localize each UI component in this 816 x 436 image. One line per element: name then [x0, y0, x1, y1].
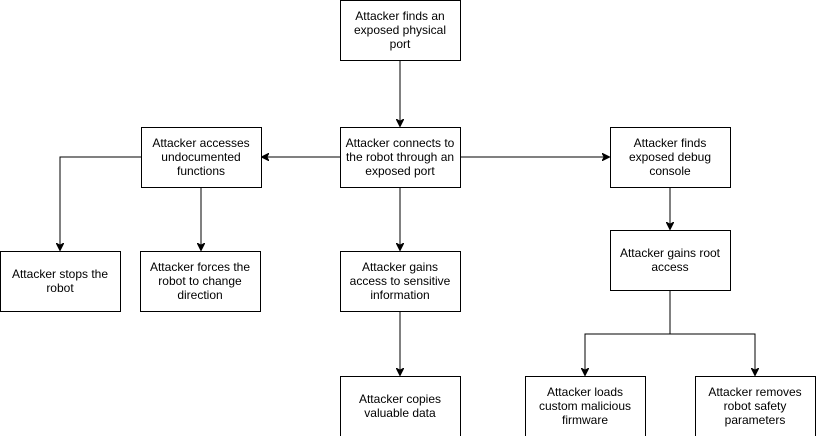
- node-label-line: Attacker finds: [634, 136, 707, 150]
- node-label-line: functions: [177, 164, 225, 178]
- node-label-line: access: [651, 260, 688, 274]
- node-label-line: Attacker finds an: [355, 9, 444, 23]
- edge-n8-n11: [669, 290, 755, 375]
- node-box: [340, 0, 461, 61]
- node-label-line: exposed debug: [629, 150, 711, 164]
- node-label-line: Attacker stops the: [12, 267, 108, 281]
- node-label-line: Attacker loads: [547, 385, 623, 399]
- node-label-line: Attacker removes: [708, 385, 801, 399]
- node-box: [610, 230, 731, 291]
- node-label-line: firmware: [562, 413, 608, 427]
- node-label-line: robot safety: [724, 399, 787, 413]
- node-box: [141, 127, 262, 188]
- node-label-line: exposed port: [365, 164, 435, 178]
- node-label-line: port: [390, 37, 411, 51]
- node-label-line: the robot through an: [346, 150, 454, 164]
- edge-n3-n5: [60, 156, 141, 250]
- node-box: [340, 376, 461, 436]
- node-box: [340, 127, 461, 188]
- node-label-line: direction: [177, 288, 222, 302]
- node-label-line: exposed physical: [354, 23, 446, 37]
- node-label-line: parameters: [725, 413, 786, 427]
- node-label-line: access to sensitive: [350, 274, 451, 288]
- node-label-line: Attacker connects to: [346, 136, 455, 150]
- node-label-line: custom malicious: [539, 399, 631, 413]
- node-box: [695, 376, 816, 436]
- node-box: [340, 251, 461, 312]
- edge-n8-n10: [585, 290, 671, 375]
- node-label-line: Attacker gains root: [620, 246, 721, 260]
- node-box: [0, 251, 121, 312]
- node-label-line: Attacker accesses: [152, 136, 249, 150]
- node-box: [525, 376, 646, 436]
- node-label-line: Attacker copies: [359, 392, 441, 406]
- node-label-line: robot: [46, 281, 74, 295]
- node-label-line: information: [370, 288, 429, 302]
- node-box: [610, 127, 731, 188]
- node-label-line: Attacker forces the: [150, 260, 250, 274]
- node-box: [140, 251, 261, 312]
- node-label-line: valuable data: [364, 406, 436, 420]
- node-label-line: undocumented: [161, 150, 240, 164]
- node-label-line: Attacker gains: [362, 260, 438, 274]
- node-label-line: console: [649, 164, 691, 178]
- node-label-line: robot to change: [158, 274, 242, 288]
